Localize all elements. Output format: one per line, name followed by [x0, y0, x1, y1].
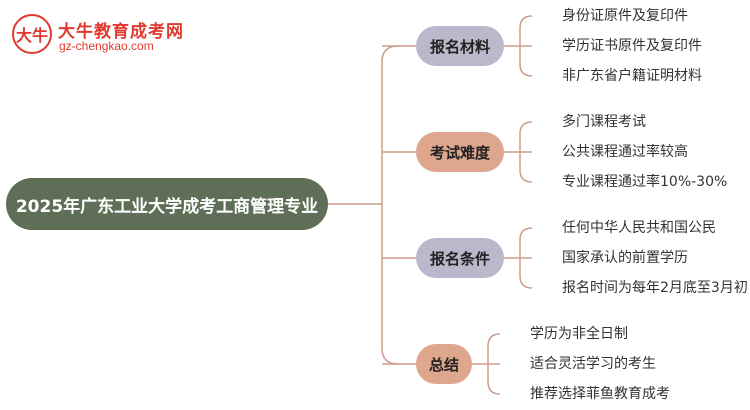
root-spine [381, 45, 399, 365]
branch-node-2[interactable]: 报名条件 [416, 238, 504, 278]
leaf-0-2: 非广东省户籍证明材料 [562, 68, 702, 84]
leaf-0-0: 身份证原件及复印件 [562, 8, 688, 24]
root-node[interactable]: 2025年广东工业大学成考工商管理专业 [6, 178, 328, 230]
leaf-3-0: 学历为非全日制 [530, 326, 628, 342]
leaf-0-1: 学历证书原件及复印件 [562, 38, 702, 54]
leaf-3-2: 推荐选择菲鱼教育成考 [530, 386, 670, 402]
leaf-2-1: 国家承认的前置学历 [562, 250, 688, 266]
leaf-1-1: 公共课程通过率较高 [562, 144, 688, 160]
branch-node-3[interactable]: 总结 [416, 344, 472, 384]
logo-url: gz-chengkao.com [59, 39, 154, 53]
leaf-2-0: 任何中华人民共和国公民 [562, 220, 716, 236]
site-logo[interactable]: 大牛 大牛教育成考网 gz-chengkao.com [12, 14, 212, 58]
leaf-1-0: 多门课程考试 [562, 114, 646, 130]
leaf-3-1: 适合灵活学习的考生 [530, 356, 656, 372]
leaf-1-2: 专业课程通过率10%-30% [562, 174, 728, 190]
branch-node-0[interactable]: 报名材料 [416, 26, 504, 66]
leaf-2-2: 报名时间为每年2月底至3月初 [562, 280, 748, 296]
logo-title: 大牛教育成考网 [58, 22, 184, 42]
logo-badge-icon: 大牛 [12, 14, 52, 54]
branch-node-1[interactable]: 考试难度 [416, 132, 504, 172]
